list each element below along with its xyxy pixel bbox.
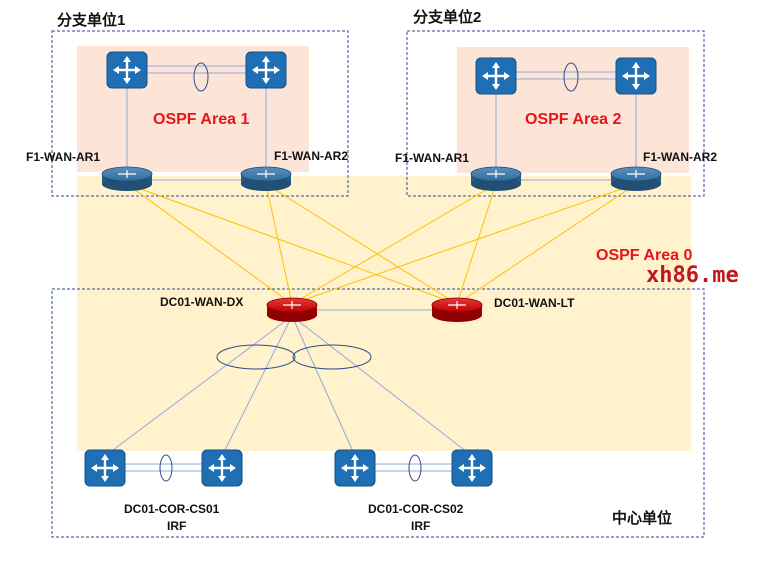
switch-icon[interactable] [244, 50, 288, 90]
irf-label-cs01: IRF [167, 519, 187, 533]
area0-label: OSPF Area 0 [596, 247, 693, 264]
switch-icon[interactable] [474, 56, 518, 96]
device-label-cs02: DC01-COR-CS02 [368, 502, 464, 516]
branch2-title: 分支单位2 [413, 9, 482, 26]
router-icon[interactable] [266, 297, 318, 323]
switch-icon[interactable] [333, 448, 377, 488]
device-label-lt: DC01-WAN-LT [494, 296, 575, 310]
watermark: xh86.me [646, 263, 739, 288]
device-label-b2-ar1: F1-WAN-AR1 [395, 151, 469, 165]
center-title: 中心单位 [612, 510, 673, 527]
area1-label: OSPF Area 1 [153, 111, 250, 128]
device-label-b1-ar1: F1-WAN-AR1 [26, 150, 100, 164]
irf-label-cs02: IRF [411, 519, 431, 533]
center-container [51, 288, 705, 538]
switch-icon[interactable] [450, 448, 494, 488]
device-label-dx: DC01-WAN-DX [160, 295, 244, 309]
irf-ellipse-icon [159, 454, 173, 482]
router-icon[interactable] [431, 297, 483, 323]
router-icon[interactable] [240, 166, 292, 192]
wan-links [126, 183, 637, 305]
irf-ellipse-icon [563, 62, 579, 92]
switch-icon[interactable] [83, 448, 127, 488]
irf-ellipse-icon [408, 454, 422, 482]
switch-icon[interactable] [200, 448, 244, 488]
switch-icon[interactable] [614, 56, 658, 96]
device-label-cs01: DC01-COR-CS01 [124, 502, 220, 516]
link-aggregation-ellipse-icon [292, 344, 372, 370]
branch2-container [406, 30, 705, 197]
lan-links [104, 65, 637, 472]
irf-ellipse-icon [193, 62, 209, 92]
router-icon[interactable] [101, 166, 153, 192]
device-label-b2-ar2: F1-WAN-AR2 [643, 150, 717, 164]
router-icon[interactable] [470, 166, 522, 192]
link-aggregation-ellipse-icon [216, 344, 296, 370]
device-label-b1-ar2: F1-WAN-AR2 [274, 149, 348, 163]
area0-background [77, 176, 691, 451]
branch1-title: 分支单位1 [57, 12, 126, 29]
router-icon[interactable] [610, 166, 662, 192]
area2-label: OSPF Area 2 [525, 111, 622, 128]
switch-icon[interactable] [105, 50, 149, 90]
branch1-container [51, 30, 349, 197]
